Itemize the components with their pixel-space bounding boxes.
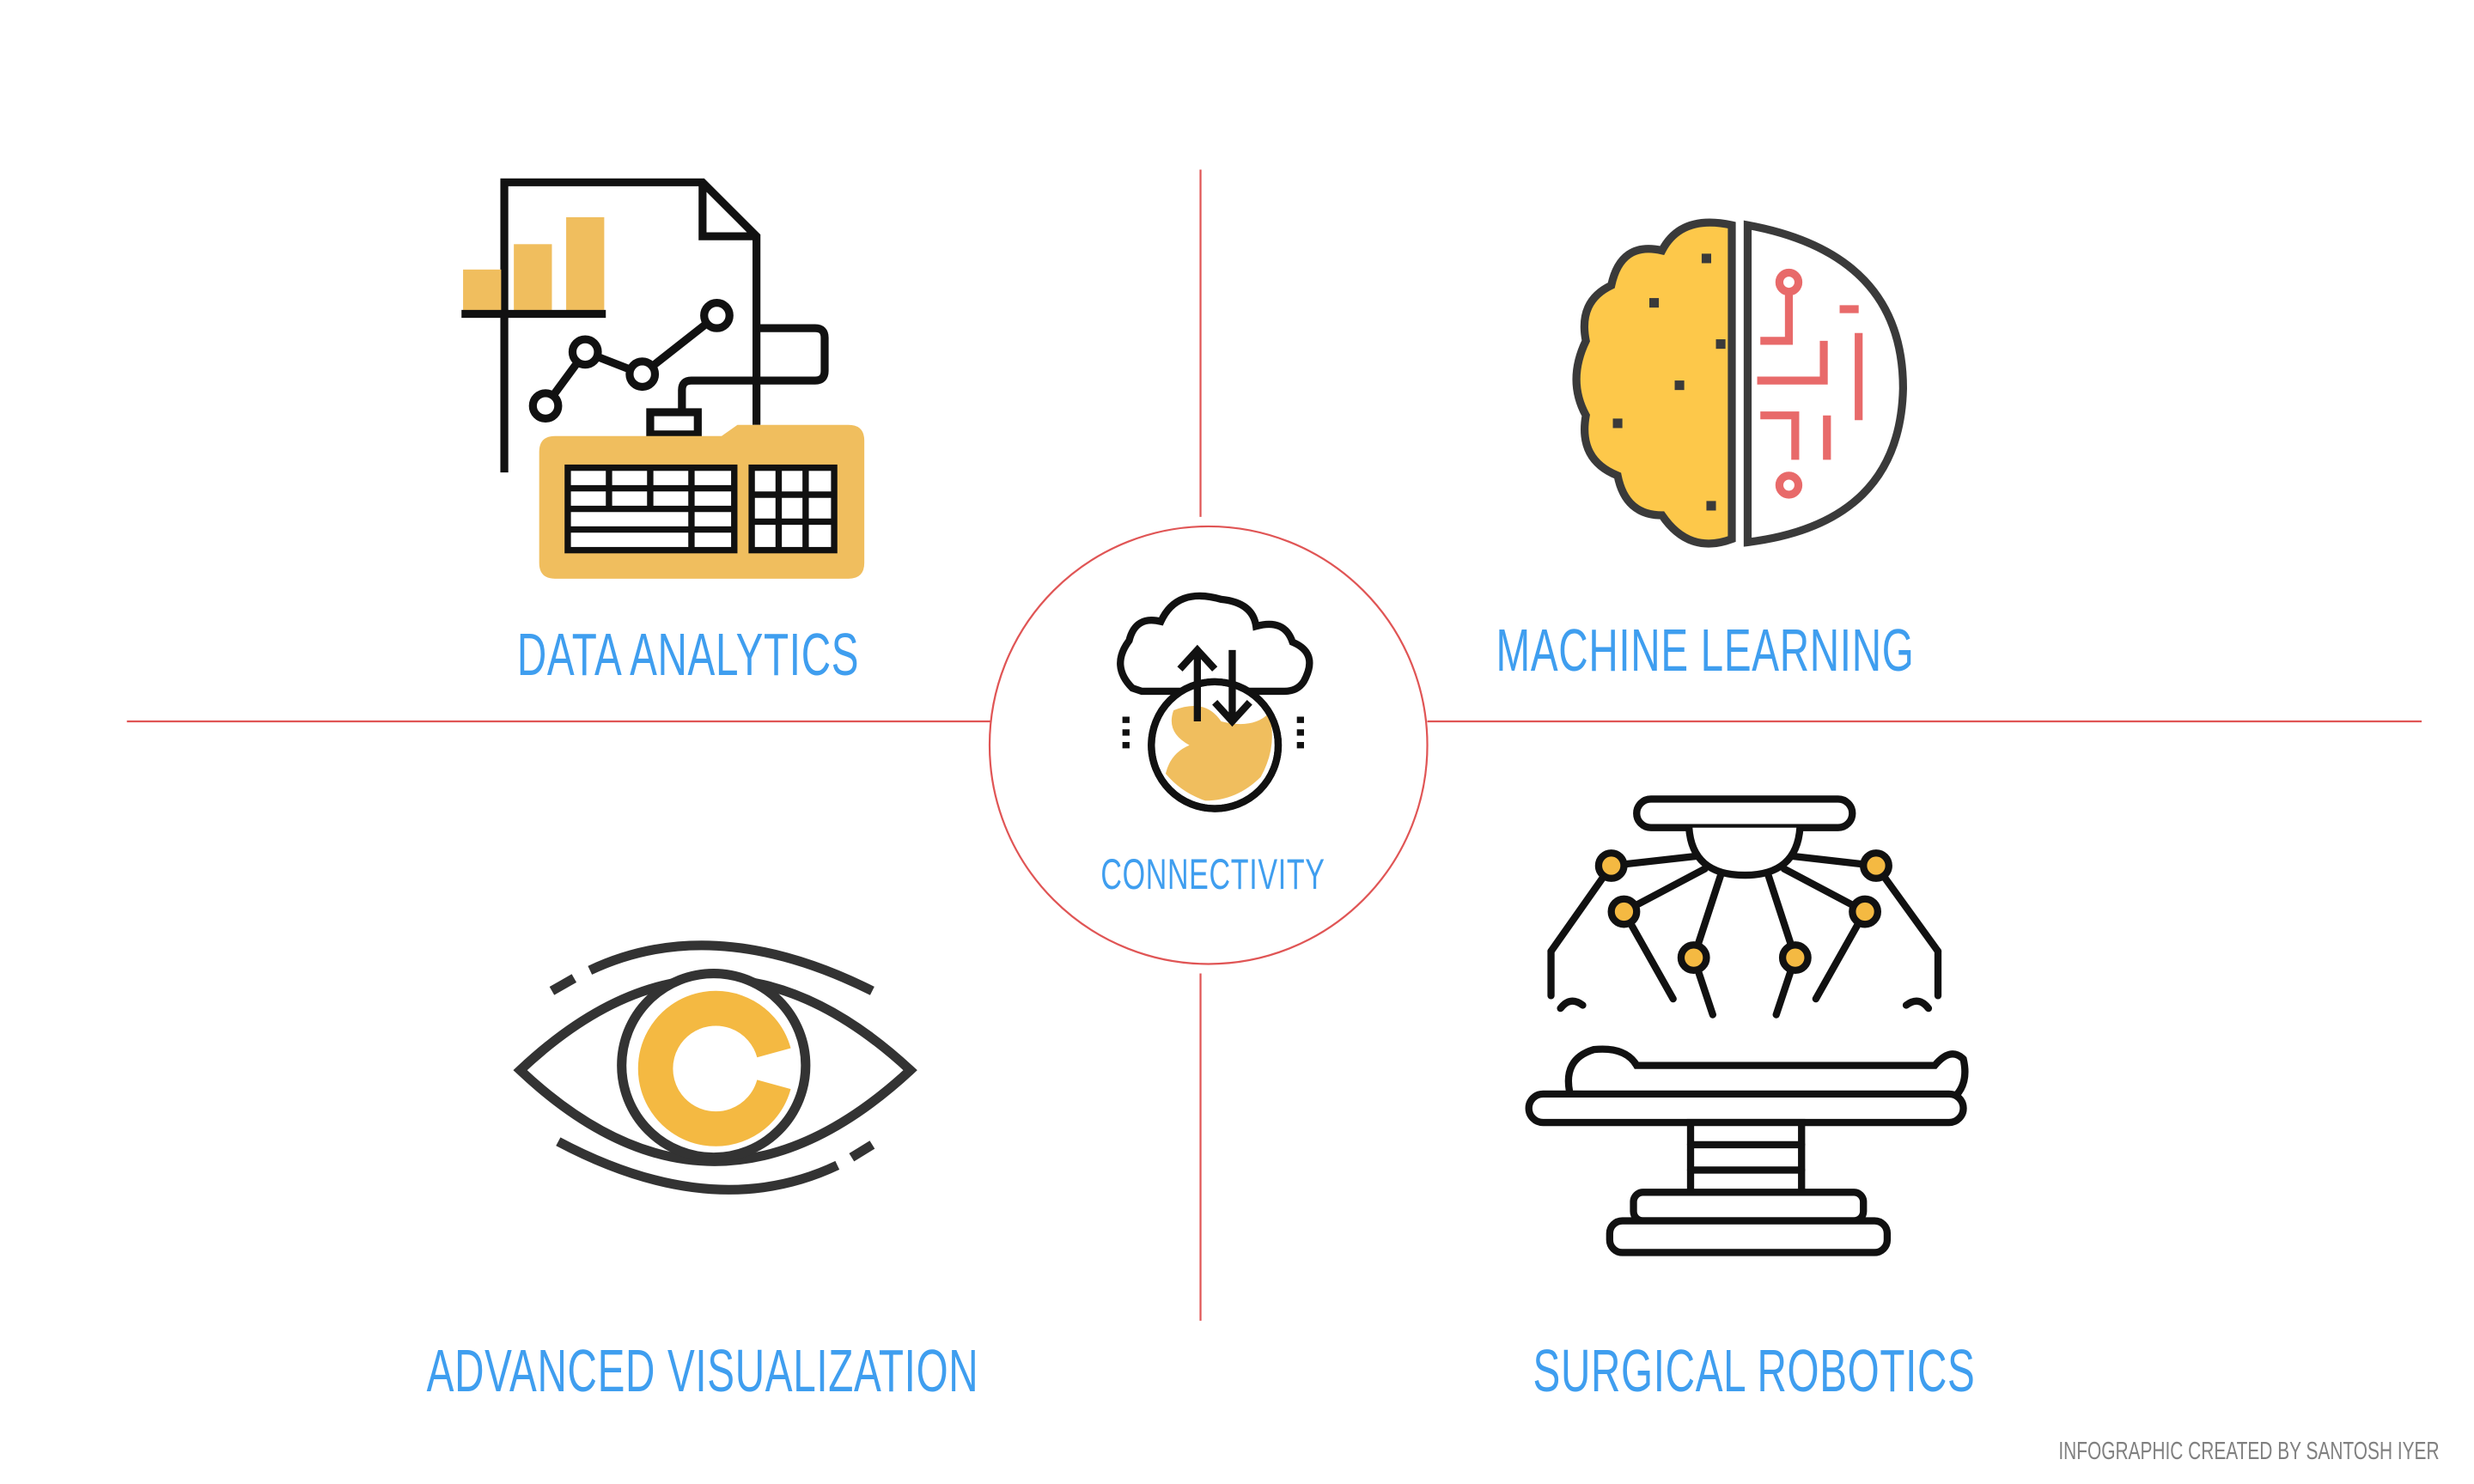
- surgical-robotics-label: SURGICAL ROBOTICS: [1533, 1337, 1976, 1404]
- advanced-visualization-label: ADVANCED VISUALIZATION: [426, 1337, 979, 1404]
- cloud-globe-sync-icon: [1117, 592, 1313, 812]
- data-analytics-label: DATA ANALYTICS: [516, 621, 860, 688]
- eye-icon: [513, 940, 917, 1195]
- analytics-document-keyboard-icon: [461, 178, 865, 579]
- surgical-robot-icon: [1525, 795, 1969, 1256]
- connectivity-label: CONNECTIVITY: [1100, 850, 1325, 898]
- brain-circuit-icon: [1572, 218, 1908, 548]
- machine-learning-label: MACHINE LEARNING: [1496, 617, 1915, 684]
- credit-text: INFOGRAPHIC CREATED BY SANTOSH IYER: [2058, 1438, 2440, 1465]
